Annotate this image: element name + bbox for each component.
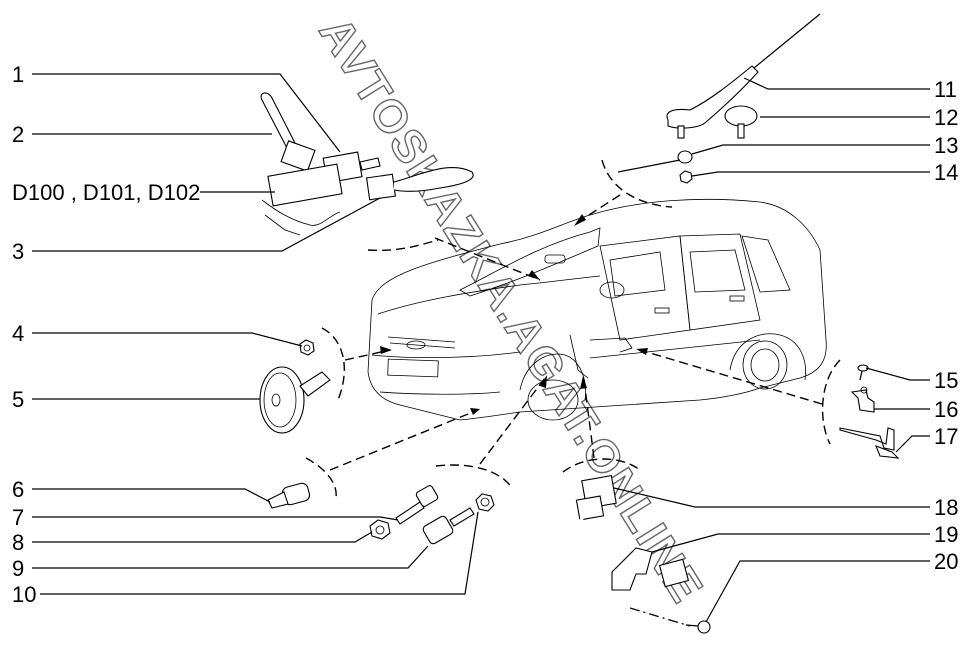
callout-15: 15	[934, 368, 958, 393]
part-screw-20	[629, 607, 711, 634]
callout-6: 6	[12, 477, 24, 502]
callout-14: 14	[934, 160, 958, 185]
callout-7: 7	[12, 505, 24, 530]
part-nut-14	[679, 170, 693, 184]
callout-5: 5	[12, 387, 24, 412]
callout-3: 3	[12, 239, 24, 264]
callout-20: 20	[934, 549, 958, 574]
part-nut-8	[369, 519, 391, 540]
callout-9: 9	[12, 556, 24, 581]
callout-13: 13	[934, 133, 958, 158]
part-connector-harness	[365, 166, 474, 201]
callout-11: 11	[934, 77, 957, 102]
part-antenna-cap	[724, 105, 758, 139]
part-column-switch	[261, 151, 381, 236]
callout-1: 1	[12, 62, 24, 87]
callout-4: 4	[12, 321, 24, 346]
part-wiper-stalk	[260, 92, 316, 172]
part-switch-body	[611, 547, 690, 591]
leader-lines	[32, 73, 930, 623]
part-nut-10	[475, 493, 495, 512]
callout-19: 19	[934, 522, 958, 547]
part-horn	[259, 366, 331, 434]
part-horn-nut	[299, 339, 315, 356]
callout-17: 17	[934, 424, 958, 449]
part-screw-15	[857, 364, 869, 381]
callout-18: 18	[934, 495, 958, 520]
callout-12: 12	[934, 105, 958, 130]
part-connector-18	[561, 474, 682, 638]
car-body	[367, 198, 827, 421]
callout-16: 16	[934, 397, 958, 422]
callout-10: 10	[12, 582, 36, 607]
part-sensor	[267, 482, 311, 509]
callout-2: 2	[12, 122, 24, 147]
part-bracket	[839, 427, 900, 459]
part-door-switch	[850, 386, 875, 413]
callout-8: 8	[12, 530, 24, 555]
part-antenna	[666, 13, 821, 139]
part-reverse-switch	[422, 507, 475, 545]
part-cable-grommet	[617, 150, 693, 173]
part-threaded-switch	[395, 485, 439, 525]
callout-labels: 1 2 D100 , D101, D102 3 4 5 6 7 8 9 10 1…	[12, 62, 958, 607]
watermark-text: AVTOSKAZKA.AGAT.ONLINE	[310, 8, 715, 613]
locator-lines	[305, 159, 841, 499]
watermark: AVTOSKAZKA.AGAT.ONLINE	[309, 7, 715, 613]
callout-d100: D100 , D101, D102	[12, 180, 200, 205]
